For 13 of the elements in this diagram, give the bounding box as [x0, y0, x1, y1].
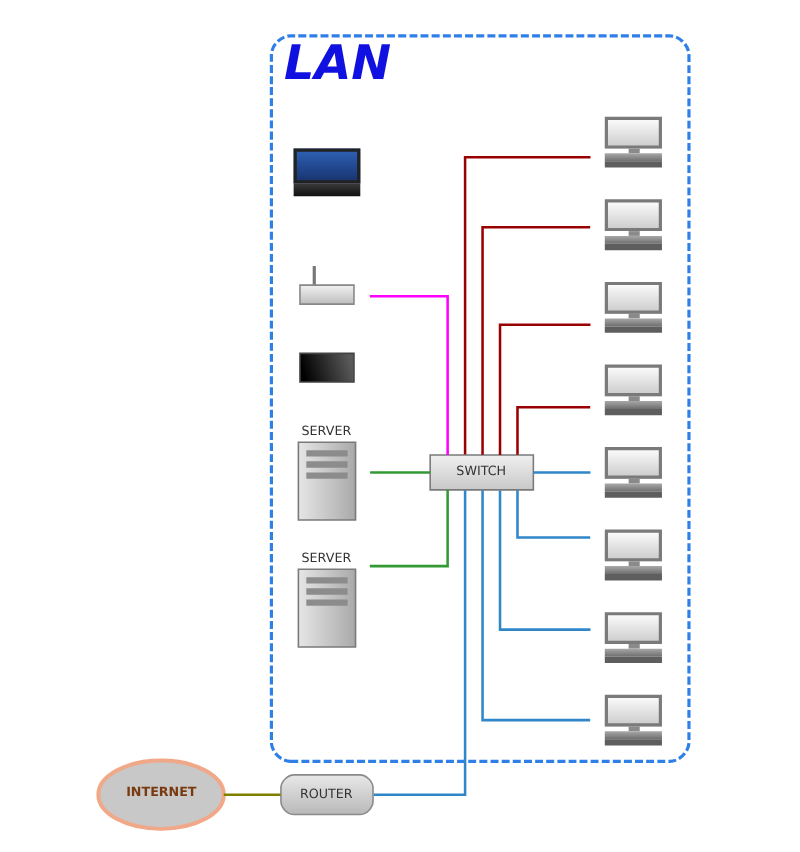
connector [533, 471, 591, 474]
connector [463, 156, 591, 455]
connector [498, 490, 591, 631]
connector [481, 490, 591, 722]
connector [373, 490, 467, 796]
connector [481, 225, 591, 455]
connector [516, 490, 591, 539]
connector [516, 406, 591, 455]
connector [369, 294, 449, 455]
connector [498, 323, 591, 455]
connector [370, 471, 431, 474]
connector [369, 490, 449, 568]
connector [223, 793, 281, 796]
